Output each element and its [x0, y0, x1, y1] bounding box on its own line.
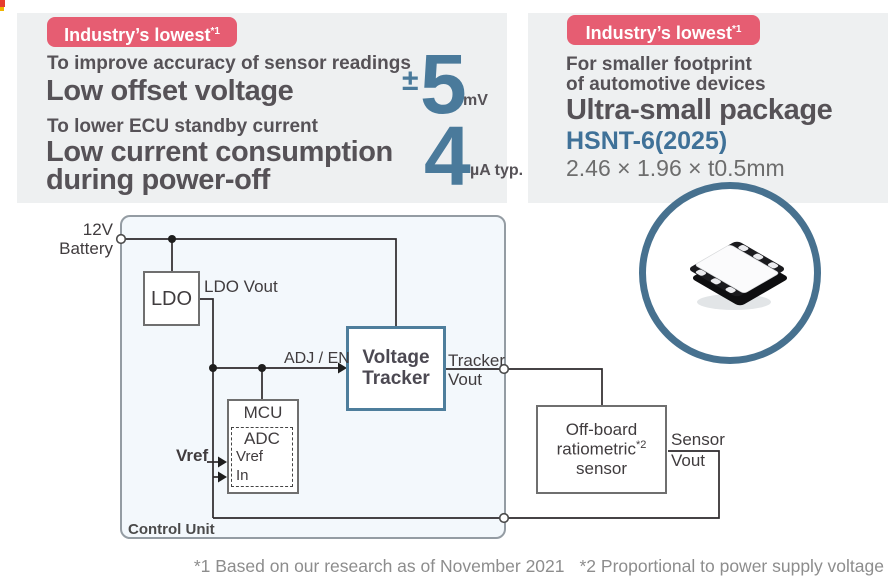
current-value-unit: µA typ. [470, 162, 524, 179]
badge-footnote-ref: *1 [210, 26, 220, 37]
arrowhead-adj-en [338, 362, 347, 374]
current-intro-text: To lower ECU standby current [47, 116, 318, 137]
junction-dot [209, 364, 217, 372]
offboard-sensor-box: Off-board ratiometric*2 sensor [536, 405, 667, 494]
control-unit-label: Control Unit [128, 521, 215, 538]
package-intro-line1: For smaller footprint [566, 54, 752, 75]
current-title-line1: Low current consumption [46, 136, 393, 168]
mcu-label: MCU [243, 403, 283, 422]
voltage-tracker-label-line2: Tracker [362, 367, 430, 389]
ldo-vout-wire [200, 298, 214, 518]
return-node [498, 512, 510, 524]
junction-dot [168, 235, 176, 243]
offset-value-unit: mV [463, 92, 488, 109]
battery-label-line2: Battery [59, 238, 113, 258]
adc-label: ADC [244, 429, 280, 448]
ldo-label: LDO [150, 287, 193, 310]
ldo-vout-label: LDO Vout [204, 277, 278, 296]
arrowhead-in [218, 471, 227, 483]
current-value-number: 4 [424, 109, 471, 203]
badge-text: Industry’s lowest [64, 25, 211, 45]
offset-value-plusminus: ± [402, 64, 419, 97]
sensor-vout-label-line1: Sensor [671, 430, 725, 449]
footnotes: *1 Based on our research as of November … [194, 556, 884, 577]
offset-title-text: Low offset voltage [46, 75, 294, 107]
adc-in-label: In [236, 467, 249, 484]
sensor-label-line1: Off-board [565, 419, 638, 439]
badge-footnote-ref: *1 [731, 24, 742, 35]
corner-red-mark [0, 0, 5, 7]
chip-photo-circle [639, 182, 821, 364]
sensor-label-line2: ratiometric*2 [556, 439, 647, 459]
vref-external-label: Vref [176, 446, 209, 465]
offset-value-number: 5 [420, 37, 467, 131]
footnote-2: *2 Proportional to power supply voltage [579, 556, 885, 576]
package-intro-line2: of automotive devices [566, 74, 766, 95]
sensor-footnote-ref: *2 [635, 439, 647, 452]
corner-yellow-mark [0, 7, 4, 11]
ground-return-wire [213, 450, 720, 519]
battery-label: 12V Battery [36, 220, 113, 258]
tracker-vout-label-line1: Tracker [448, 351, 505, 370]
adc-vref-label: Vref [236, 448, 263, 465]
sensor-vout-label-line2: Vout [671, 451, 706, 470]
arrowhead-vref [218, 456, 227, 468]
tracker-vout-label-line2: Vout [448, 370, 483, 389]
battery-node [115, 233, 127, 245]
package-title-text: Ultra-small package [566, 94, 833, 126]
package-dimensions-text: 2.46 × 1.96 × t0.5mm [566, 155, 785, 181]
footnote-1: *1 Based on our research as of November … [193, 556, 565, 576]
voltage-tracker-box: Voltage Tracker [346, 326, 446, 411]
ldo-box: LDO [143, 271, 200, 326]
adj-en-label: ADJ / EN [284, 350, 350, 367]
package-name-text: HSNT-6(2025) [566, 127, 728, 155]
tracker-vout-wire [446, 368, 603, 405]
current-title-line2: during power-off [46, 164, 270, 196]
battery-label-line1: 12V [82, 220, 113, 239]
adc-box [231, 427, 293, 487]
tracker-vout-node [498, 363, 510, 375]
sensor-label-line3: sensor [575, 458, 628, 478]
junction-dot [258, 364, 266, 372]
chip-package-photo [689, 241, 788, 310]
badge-text: Industry’s lowest [585, 23, 732, 43]
voltage-tracker-label-line1: Voltage [362, 346, 430, 368]
offset-intro-text: To improve accuracy of sensor readings [47, 53, 411, 74]
battery-wire [121, 238, 397, 326]
industrys-lowest-badge-left: Industry’s lowest*1 [47, 17, 237, 47]
industrys-lowest-badge-right: Industry’s lowest*1 [567, 15, 760, 45]
